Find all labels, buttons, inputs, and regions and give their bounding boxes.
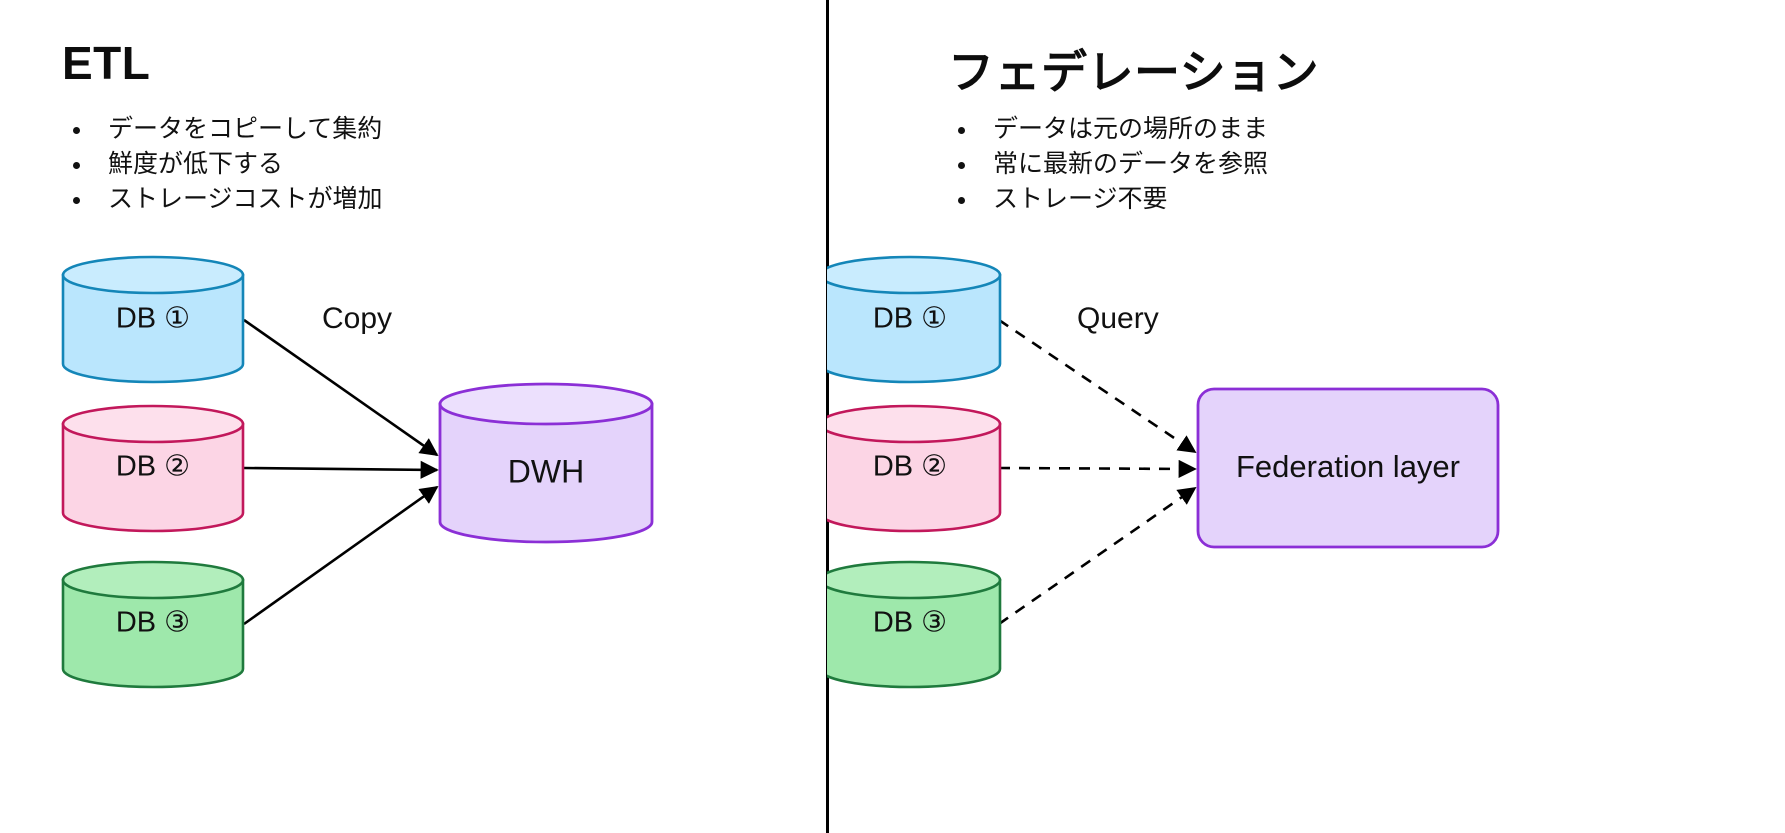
node-db1-etl[interactable]: DB ① [61, 255, 245, 384]
node-label: DB ① [116, 303, 190, 335]
node-db2-federation[interactable]: DB ② [827, 404, 1002, 533]
panel-title-etl: ETL [62, 37, 151, 89]
node-db2-etl[interactable]: DB ② [61, 404, 245, 533]
edge-db2-to-federation [998, 459, 1197, 479]
node-label: DWH [508, 453, 584, 489]
node-label: DB ③ [116, 607, 190, 639]
list-item: ストレージ不要 [951, 182, 1268, 217]
bullet-list-etl: データをコピーして集約 鮮度が低下する ストレージコストが増加 [66, 112, 383, 217]
node-db1-federation[interactable]: DB ① [827, 255, 1002, 384]
edge-db1-to-federation [998, 318, 1197, 454]
list-item: データは元の場所のまま [951, 112, 1268, 147]
edge-db3-to-federation [998, 486, 1197, 626]
bullet-list-federation: データは元の場所のまま 常に最新のデータを参照 ストレージ不要 [951, 112, 1268, 217]
edge-db1-to-dwh [243, 318, 439, 457]
list-item: データをコピーして集約 [66, 112, 383, 147]
panel-title-federation: フェデレーション [948, 46, 1320, 98]
edge-label-query: Query [1077, 302, 1159, 335]
edge-db2-to-dwh [243, 460, 439, 479]
panel-etl: ETL データをコピーして集約 鮮度が低下する ストレージコストが増加 DB [0, 0, 827, 833]
node-label: DB ③ [873, 607, 947, 639]
node-db3-etl[interactable]: DB ③ [61, 560, 245, 689]
list-item: 常に最新のデータを参照 [951, 147, 1268, 182]
panel-federation: フェデレーション データは元の場所のまま 常に最新のデータを参照 ストレージ不要 [827, 0, 1785, 833]
node-db3-federation[interactable]: DB ③ [827, 560, 1002, 689]
edge-db3-to-dwh [243, 485, 439, 626]
list-item: 鮮度が低下する [66, 147, 383, 182]
node-federation-layer[interactable]: Federation layer [1196, 387, 1500, 549]
diagram-etl: DB ① DB ② DB ③ DWH Copy [61, 255, 654, 689]
edge-label-copy: Copy [322, 302, 392, 335]
diagram-federation: DB ① DB ② DB ③ Federation layer Query [827, 255, 1500, 689]
list-item: ストレージコストが増加 [66, 182, 383, 217]
node-label: DB ② [116, 451, 190, 483]
node-label: Federation layer [1236, 449, 1460, 484]
node-dwh[interactable]: DWH [438, 382, 654, 544]
node-label: DB ① [873, 303, 947, 335]
node-label: DB ② [873, 451, 947, 483]
